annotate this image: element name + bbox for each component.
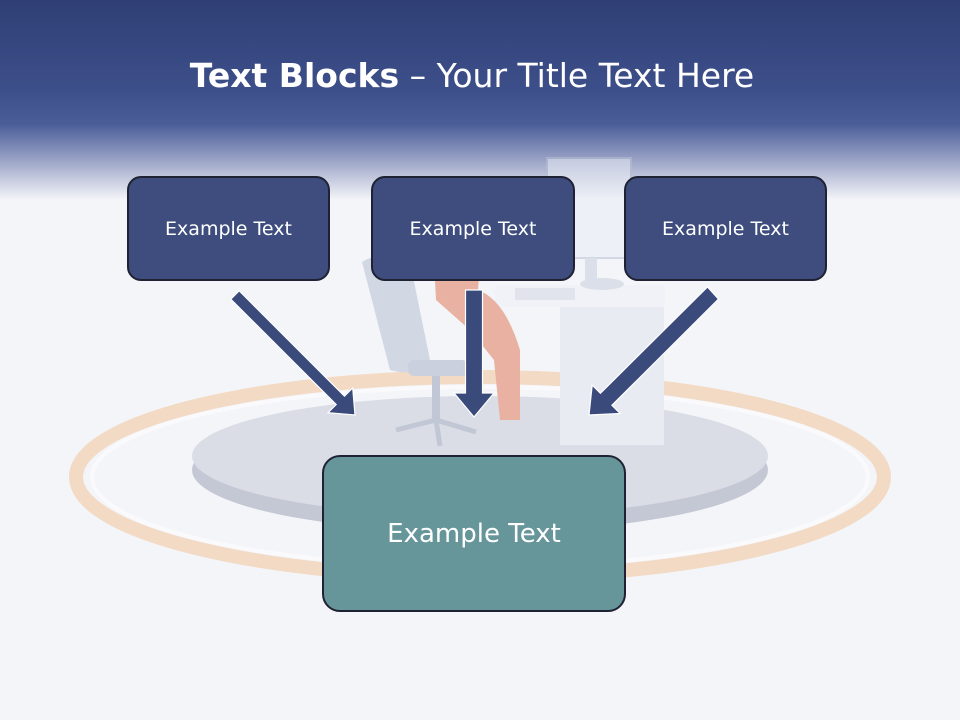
- text-block-top-middle: Example Text: [371, 176, 575, 281]
- title-separator: –: [399, 56, 437, 95]
- header-band: [0, 0, 960, 200]
- slide-title: Text Blocks – Your Title Text Here: [0, 52, 944, 100]
- office-chair: [362, 256, 430, 373]
- text-block-center: Example Text: [322, 455, 626, 612]
- title-bold: Text Blocks: [189, 56, 400, 95]
- arrow-left: [229, 289, 356, 416]
- keyboard: [515, 288, 575, 300]
- arrow-middle: [452, 289, 496, 418]
- arrow-right: [588, 286, 720, 416]
- title-rest: Your Title Text Here: [436, 56, 755, 95]
- text-block-top-left: Example Text: [127, 176, 330, 281]
- text-block-top-right: Example Text: [624, 176, 827, 281]
